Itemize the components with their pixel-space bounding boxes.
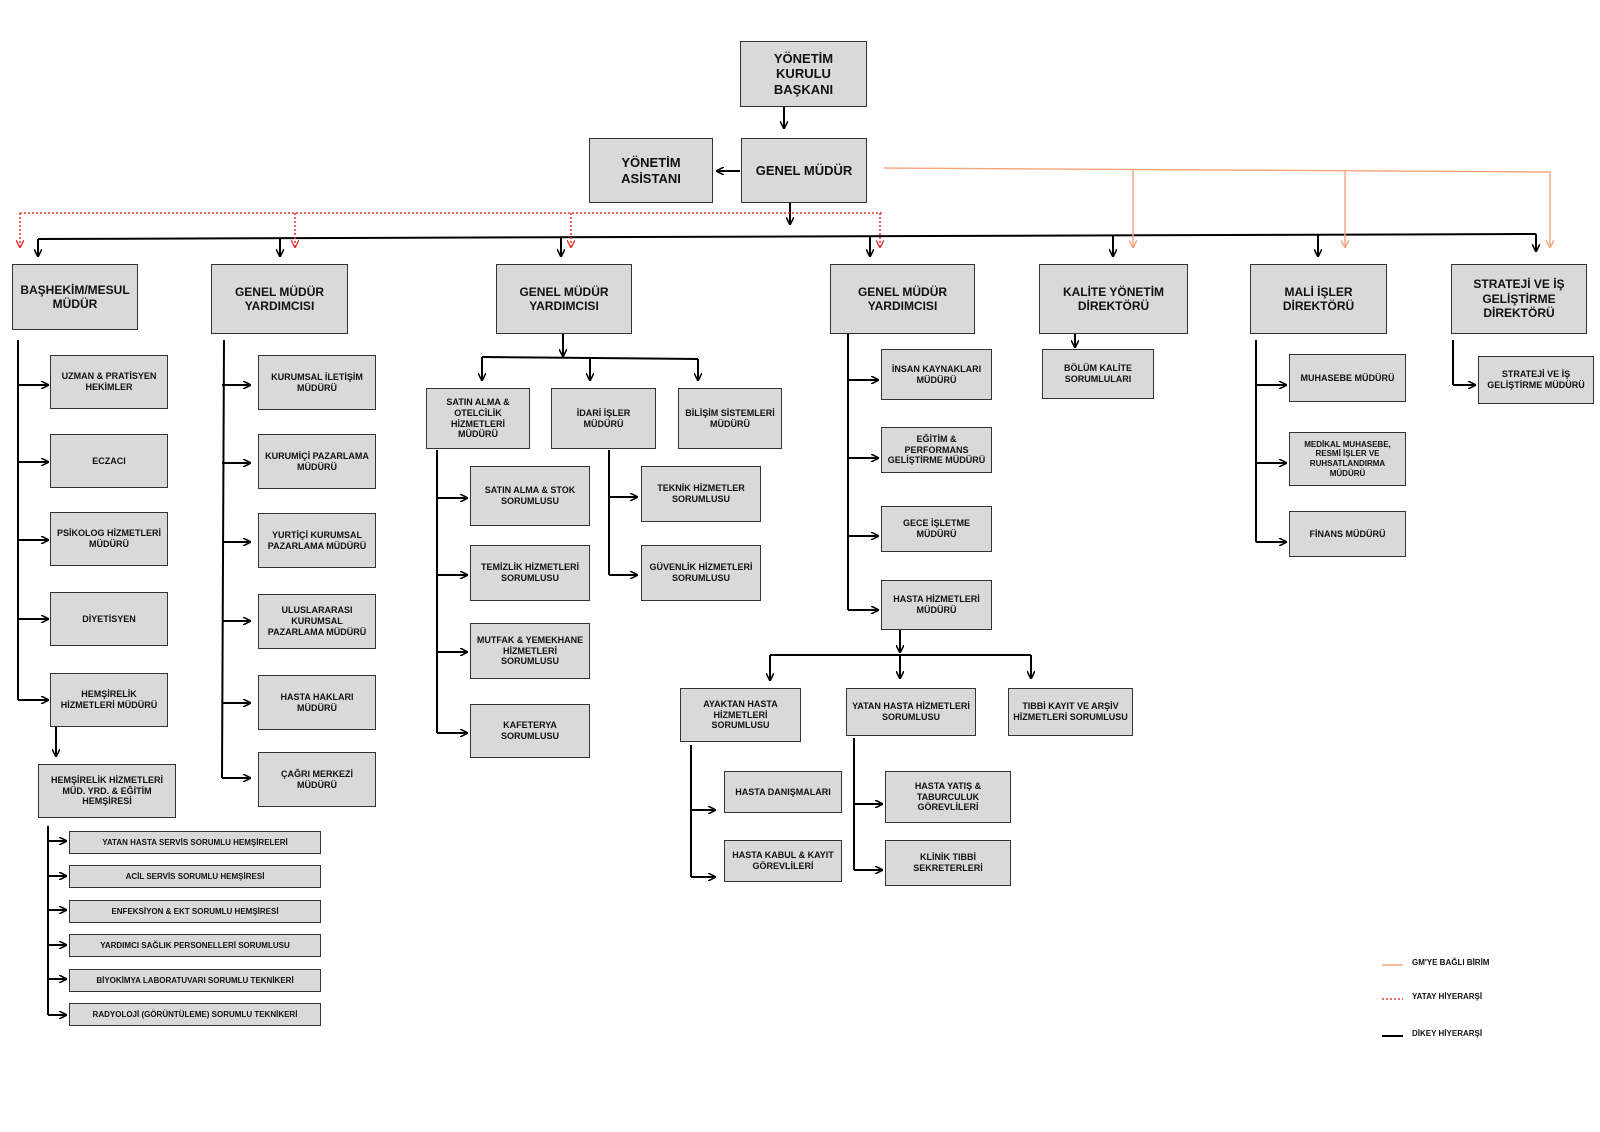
- strategy-director-box[interactable]: STRATEJİ VE İŞ GELİŞTİRME DİREKTÖRÜ: [1451, 264, 1587, 334]
- strategy-manager-box[interactable]: STRATEJİ VE İŞ GELİŞTİRME MÜDÜRÜ: [1478, 356, 1594, 404]
- patient-info-box[interactable]: HASTA DANIŞMALARI: [724, 771, 842, 813]
- finance-director-box[interactable]: MALİ İŞLER DİREKTÖRÜ: [1250, 264, 1387, 334]
- dietitian-box[interactable]: DİYETİSYEN: [50, 592, 168, 646]
- psychology-box[interactable]: PSİKOLOG HİZMETLERİ MÜDÜRÜ: [50, 512, 168, 566]
- dept-quality-box[interactable]: BÖLÜM KALİTE SORUMLULARI: [1042, 349, 1154, 399]
- legend-gm-unit: GM'YE BAĞLI BİRİM: [1412, 958, 1490, 967]
- outpatient-box[interactable]: AYAKTAN HASTA HİZMETLERİ SORUMLUSU: [680, 688, 801, 742]
- biochem-tech-box[interactable]: BİYOKİMYA LABORATUVARI SORUMLU TEKNİKERİ: [69, 969, 321, 992]
- procurement-box[interactable]: SATIN ALMA & OTELCİLİK HİZMETLERİ MÜDÜRÜ: [426, 388, 530, 449]
- radiology-tech-box[interactable]: RADYOLOJİ (GÖRÜNTÜLEME) SORUMLU TEKNİKER…: [69, 1003, 321, 1026]
- call-center-box[interactable]: ÇAĞRI MERKEZİ MÜDÜRÜ: [258, 752, 376, 807]
- pharmacist-box[interactable]: ECZACI: [50, 434, 168, 488]
- accounting-box[interactable]: MUHASEBE MÜDÜRÜ: [1289, 354, 1406, 402]
- medical-accounting-box[interactable]: MEDİKAL MUHASEBE, RESMİ İŞLER VE RUHSATL…: [1289, 432, 1406, 486]
- records-box[interactable]: TIBBİ KAYIT VE ARŞİV HİZMETLERİ SORUMLUS…: [1008, 688, 1133, 736]
- it-box[interactable]: BİLİŞİM SİSTEMLERİ MÜDÜRÜ: [678, 388, 782, 449]
- specialists-box[interactable]: UZMAN & PRATİSYEN HEKİMLER: [50, 355, 168, 409]
- finance-manager-box[interactable]: FİNANS MÜDÜRÜ: [1289, 511, 1406, 557]
- inpatient-services-box[interactable]: YATAN HASTA HİZMETLERİ SORUMLUSU: [846, 688, 976, 736]
- assistant-box[interactable]: YÖNETİM ASİSTANI: [589, 138, 713, 203]
- kitchen-box[interactable]: MUTFAK & YEMEKHANE HİZMETLERİ SORUMLUSU: [470, 623, 590, 679]
- infection-nurse-box[interactable]: ENFEKSİYON & EKT SORUMLU HEMŞİRESİ: [69, 900, 321, 923]
- legend-horizontal: YATAY HİYERARŞİ: [1412, 992, 1483, 1001]
- internal-marketing-box[interactable]: KURUMİÇİ PAZARLAMA MÜDÜRÜ: [258, 434, 376, 489]
- aux-staff-box[interactable]: YARDIMCI SAĞLIK PERSONELLERİ SORUMLUSU: [69, 934, 321, 957]
- nursing-deputy-box[interactable]: HEMŞİRELİK HİZMETLERİ MÜD. YRD. & EĞİTİM…: [38, 764, 176, 818]
- hr-box[interactable]: İNSAN KAYNAKLARI MÜDÜRÜ: [881, 349, 992, 400]
- cafeteria-box[interactable]: KAFETERYA SORUMLUSU: [470, 704, 590, 758]
- secretaries-box[interactable]: KLİNİK TIBBİ SEKRETERLERİ: [885, 840, 1011, 886]
- corp-comm-box[interactable]: KURUMSAL İLETİŞİM MÜDÜRÜ: [258, 355, 376, 410]
- training-box[interactable]: EĞİTİM & PERFORMANS GELİŞTİRME MÜDÜRÜ: [881, 427, 992, 473]
- security-box[interactable]: GÜVENLİK HİZMETLERİ SORUMLUSU: [641, 545, 761, 601]
- quality-director-box[interactable]: KALİTE YÖNETİM DİREKTÖRÜ: [1039, 264, 1188, 334]
- inpatient-nurses-box[interactable]: YATAN HASTA SERVİS SORUMLU HEMŞİRELERİ: [69, 831, 321, 854]
- intl-marketing-box[interactable]: ULUSLARARASI KURUMSAL PAZARLAMA MÜDÜRÜ: [258, 594, 376, 649]
- deputy-gm-3-box[interactable]: GENEL MÜDÜR YARDIMCISI: [830, 264, 975, 334]
- deputy-gm-2-box[interactable]: GENEL MÜDÜR YARDIMCISI: [496, 264, 632, 334]
- cleaning-box[interactable]: TEMİZLİK HİZMETLERİ SORUMLUSU: [470, 545, 590, 601]
- chairman-box[interactable]: YÖNETİM KURULU BAŞKANI: [740, 41, 867, 107]
- nursing-box[interactable]: HEMŞİRELİK HİZMETLERİ MÜDÜRÜ: [50, 673, 168, 727]
- deputy-gm-1-box[interactable]: GENEL MÜDÜR YARDIMCISI: [211, 264, 348, 334]
- er-nurse-box[interactable]: ACİL SERVİS SORUMLU HEMŞİRESİ: [69, 865, 321, 888]
- admission-box[interactable]: HASTA KABUL & KAYIT GÖREVLİLERİ: [724, 840, 842, 882]
- patient-services-box[interactable]: HASTA HİZMETLERİ MÜDÜRÜ: [881, 580, 992, 630]
- legend-vertical: DİKEY HİYERARŞİ: [1412, 1029, 1483, 1038]
- night-ops-box[interactable]: GECE İŞLETME MÜDÜRÜ: [881, 506, 992, 552]
- chief-physician-box[interactable]: BAŞHEKİM/MESUL MÜDÜR: [12, 264, 138, 330]
- discharge-box[interactable]: HASTA YATIŞ & TABURCULUK GÖREVLİLERİ: [885, 771, 1011, 823]
- stock-box[interactable]: SATIN ALMA & STOK SORUMLUSU: [470, 466, 590, 526]
- domestic-marketing-box[interactable]: YURTİÇİ KURUMSAL PAZARLAMA MÜDÜRÜ: [258, 513, 376, 568]
- general-manager-box[interactable]: GENEL MÜDÜR: [741, 138, 867, 203]
- patient-rights-box[interactable]: HASTA HAKLARI MÜDÜRÜ: [258, 675, 376, 730]
- technical-box[interactable]: TEKNİK HİZMETLER SORUMLUSU: [641, 466, 761, 522]
- admin-affairs-box[interactable]: İDARİ İŞLER MÜDÜRÜ: [551, 388, 656, 449]
